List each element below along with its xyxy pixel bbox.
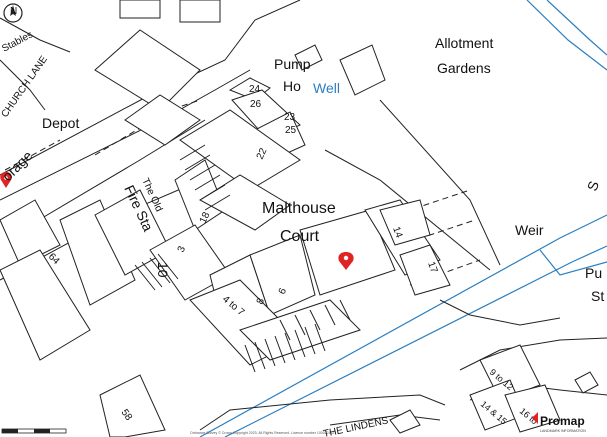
label-allotment: Allotment — [435, 35, 493, 51]
number-17: 17 — [425, 260, 439, 275]
label-malthouse: Malthouse — [262, 200, 336, 217]
label-depot: Depot — [42, 115, 79, 131]
label-gardens: Gardens — [437, 60, 491, 76]
brand-name: Promap — [540, 414, 585, 428]
copyright-text: Ordnance Survey © Crown Copyright 2023. … — [190, 431, 334, 435]
label-st: St — [591, 288, 604, 304]
river — [199, 0, 607, 437]
terrace-lines — [134, 144, 351, 373]
number-26: 26 — [250, 99, 262, 110]
promap-logo: Promap LANDMARK INFORMATION — [532, 412, 586, 433]
number-18: 18 — [198, 210, 213, 225]
scale-bar — [1, 428, 67, 434]
number-14: 14 — [390, 225, 404, 240]
number-24: 24 — [249, 84, 261, 95]
label-well: Well — [313, 80, 340, 96]
number-8: 8 — [255, 296, 268, 306]
label-weir: Weir — [515, 222, 544, 238]
brand-tagline: LANDMARK INFORMATION — [540, 429, 586, 433]
number-3: 3 — [176, 244, 189, 254]
label-n: N — [10, 6, 17, 17]
label-pump: Pump — [274, 56, 311, 72]
label-court: Court — [280, 228, 320, 245]
number-10: 10 — [155, 262, 171, 278]
secondary-marker[interactable] — [0, 172, 12, 188]
label-orage: orage — [0, 147, 36, 184]
label-ho: Ho — [283, 78, 301, 94]
number-25: 25 — [285, 125, 297, 136]
label-pu: Pu — [585, 265, 602, 281]
label-s: S — [584, 179, 602, 193]
label-stables: Stables — [0, 29, 35, 54]
north-arrow-icon — [3, 3, 23, 23]
number-22: 22 — [255, 146, 270, 161]
label-church-lane: CHURCH LANE — [0, 54, 50, 120]
number-23: 23 — [284, 112, 296, 123]
number-6: 6 — [277, 286, 290, 296]
property-marker[interactable] — [338, 252, 354, 270]
